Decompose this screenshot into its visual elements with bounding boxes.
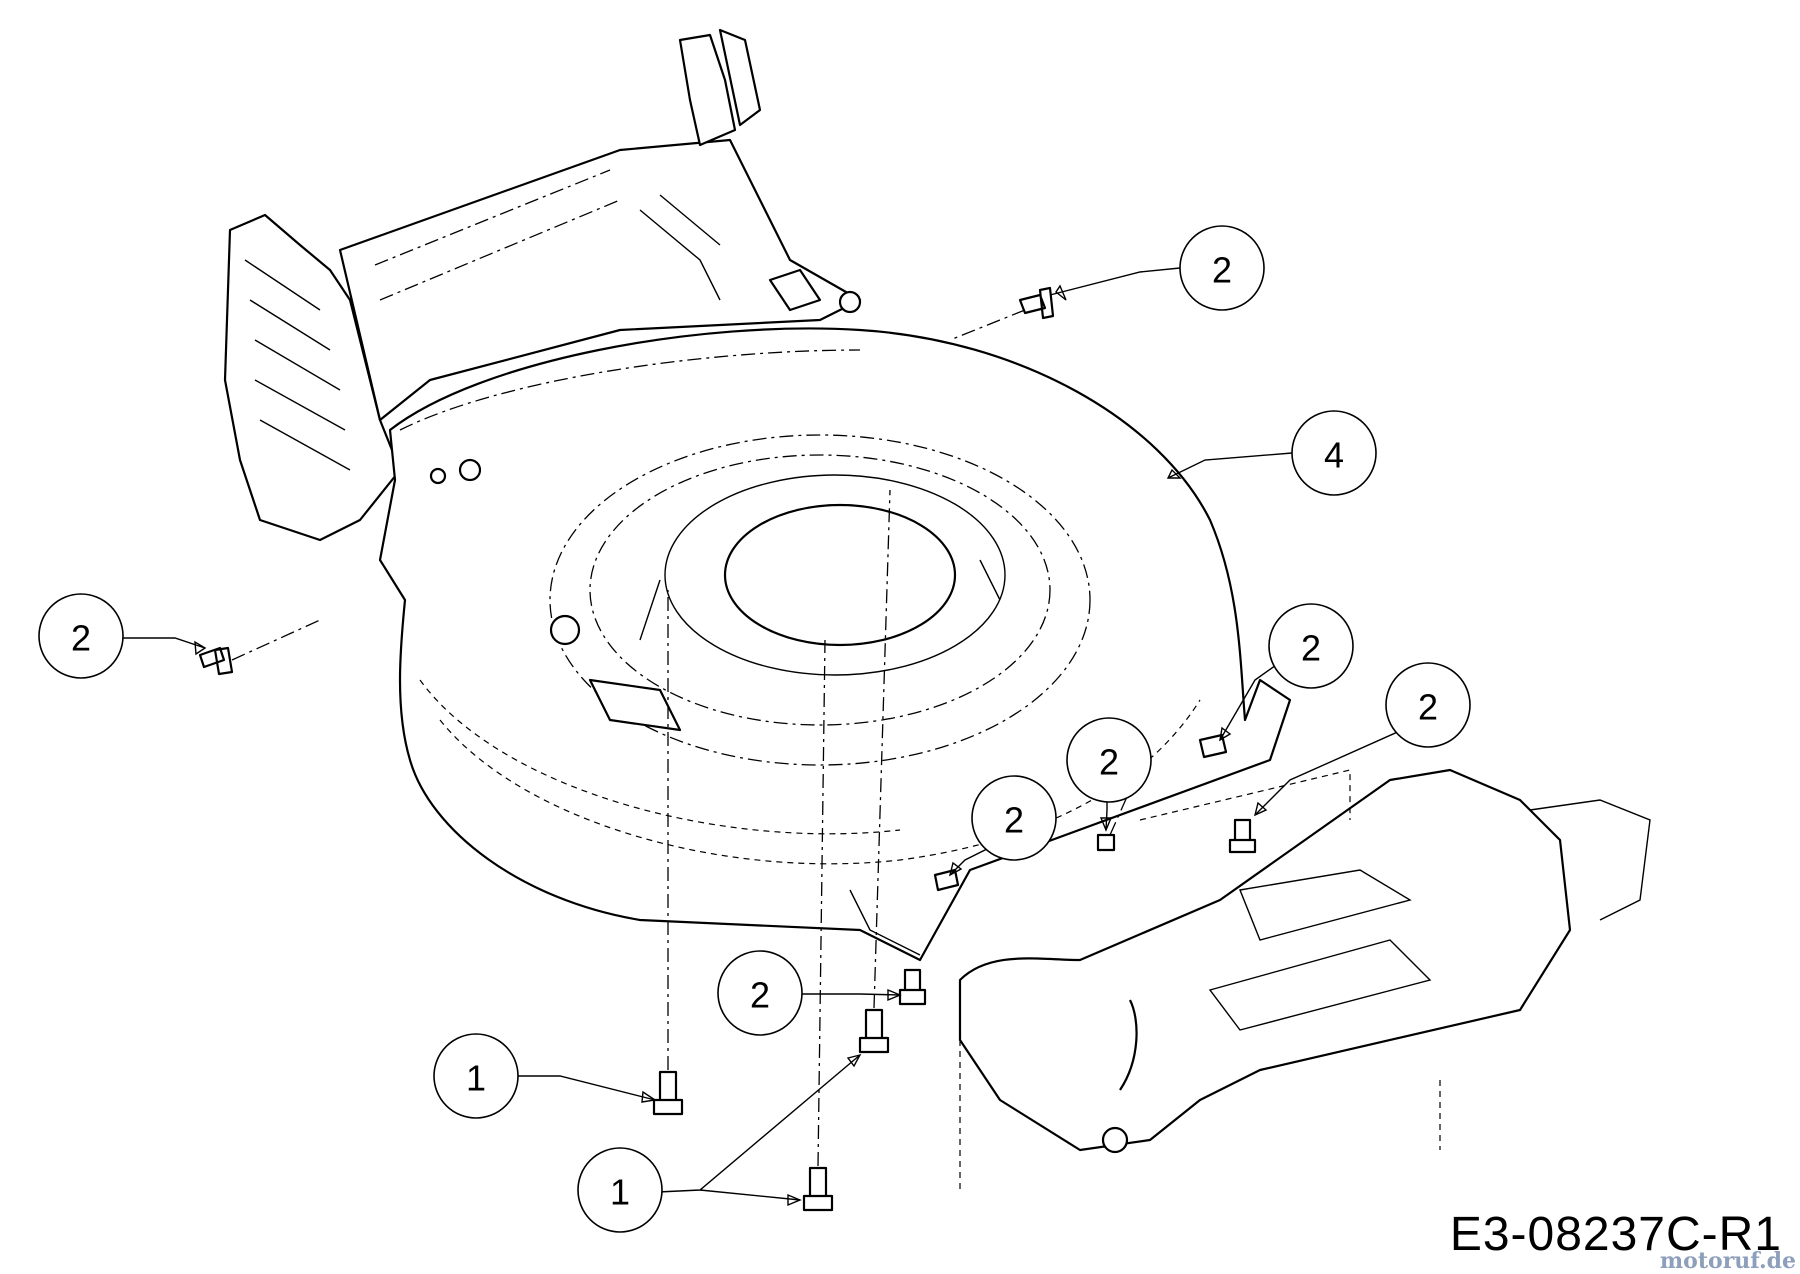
callout-label: 2 [1099, 742, 1119, 783]
screw-top [1018, 286, 1055, 320]
assembly-lines [231, 309, 1131, 1167]
callout-label: 2 [1004, 800, 1024, 841]
callout-4: 4 [1291, 410, 1377, 496]
callout-2-mid-b: 2 [971, 775, 1057, 861]
callout-2-right-lower: 2 [1385, 662, 1471, 748]
watermark-logo: motoruf.de [1659, 1248, 1796, 1274]
callout-2-mid-a: 2 [1066, 717, 1152, 803]
callout-label: 2 [71, 618, 91, 659]
bolt-upper [652, 1070, 684, 1116]
screw-mid-a [933, 868, 960, 892]
grass-catcher [958, 768, 1651, 1190]
callout-label: 1 [466, 1058, 486, 1099]
screw-mid-b [1096, 833, 1116, 852]
callout-2-top: 2 [1179, 225, 1265, 311]
callout-label: 4 [1324, 435, 1344, 476]
mower-deck [378, 290, 1292, 962]
screw-bottom [898, 968, 927, 1006]
callout-2-left: 2 [38, 593, 124, 679]
callout-label: 2 [1301, 628, 1321, 669]
drawing-number: E3-08237C-R1 [1449, 1208, 1782, 1261]
callout-label: 2 [750, 975, 770, 1016]
callout-label: 1 [610, 1172, 630, 1213]
screw-right-lower [1228, 818, 1257, 854]
callout-2-bottom: 2 [717, 950, 803, 1036]
bolt-lower [802, 1166, 834, 1212]
hardware [198, 286, 1257, 1212]
rear-frame [223, 28, 862, 542]
callout-label: 2 [1212, 250, 1232, 291]
screw-left [198, 646, 234, 676]
callout-1-upper: 1 [433, 1033, 519, 1119]
callout-2-right-upper: 2 [1268, 603, 1354, 689]
callout-label: 2 [1418, 687, 1438, 728]
bolt-mid [858, 1008, 890, 1054]
callout-1-lower: 1 [577, 1147, 663, 1233]
